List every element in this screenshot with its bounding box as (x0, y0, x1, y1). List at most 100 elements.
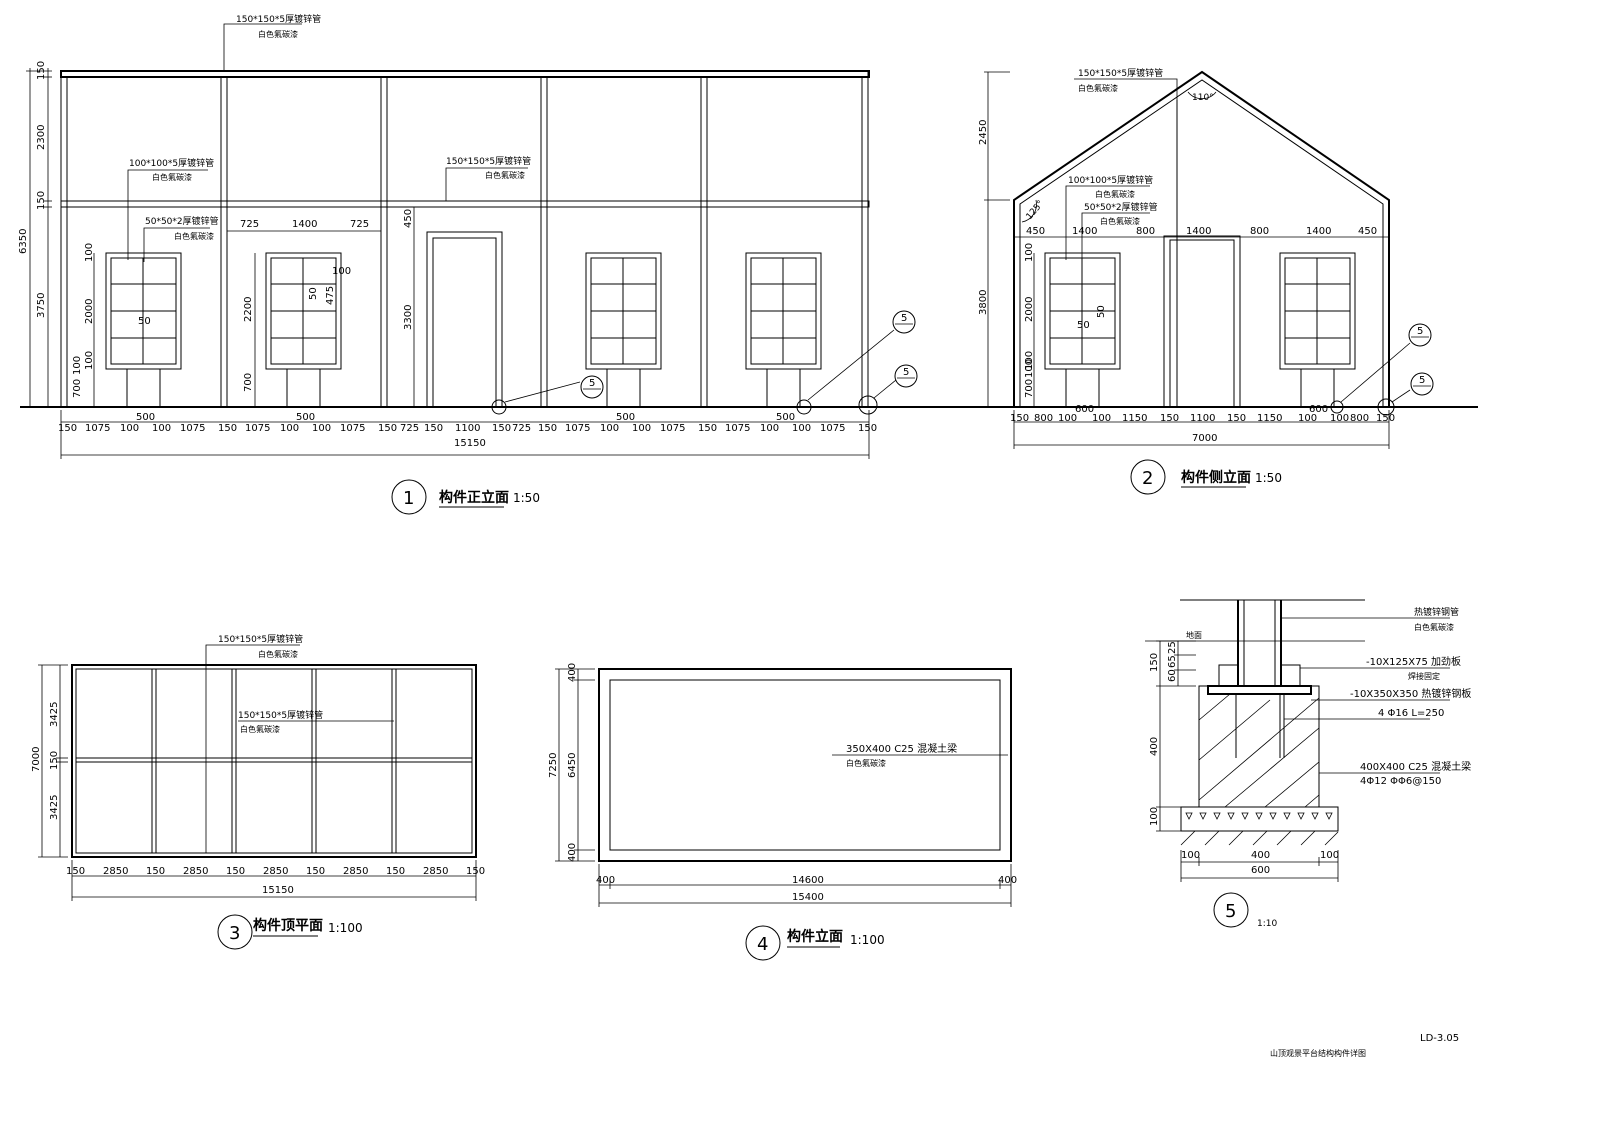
side-window-1 (1044, 252, 1121, 407)
bd18: 1075 (565, 423, 590, 434)
drawing-3-scale: 1:100 (328, 921, 363, 935)
beam-bottom-3: 400 (998, 875, 1017, 886)
detail-note-4: 焊接固定 (1408, 671, 1440, 681)
sb9: 1150 (1257, 413, 1282, 424)
detail-bottom-2: 400 (1251, 850, 1270, 861)
drawing-2-scale: 1:50 (1255, 471, 1282, 485)
bd1: 150 (58, 423, 77, 434)
detail-note-7: 400X400 C25 混凝土梁 (1360, 760, 1471, 773)
bd27: 150 (858, 423, 877, 434)
drawing-4-scale: 1:100 (850, 933, 885, 947)
bd8: 100 (280, 423, 299, 434)
side-bottom-small-2: 600 (1309, 404, 1328, 415)
detail-ground: 地面 (1186, 630, 1202, 640)
beam-dim-left-2: 6450 (567, 753, 578, 778)
drawing-2-side-elevation: 110° 125° 150*150*5厚镀锌管 白色氟碳漆 100*100*5厚… (930, 67, 1478, 495)
pb7: 150 (306, 866, 325, 877)
drawing-1-number: 1 (403, 488, 414, 509)
dim-left-1: 150 (36, 61, 47, 80)
svg-text:5: 5 (1419, 375, 1425, 386)
detail-note-3: -10X125X75 加劲板 (1366, 655, 1461, 668)
note-win-finish: 白色氟碳漆 (152, 172, 192, 182)
side-dim-total: 7000 (1192, 433, 1217, 444)
side-note-top-pipe: 150*150*5厚镀锌管 (1078, 67, 1163, 79)
drawing-2-title: 构件侧立面 (1181, 469, 1251, 486)
bd14: 1100 (455, 423, 480, 434)
beam-dim-left-1: 400 (567, 663, 578, 682)
bottom-small-3: 500 (616, 412, 635, 423)
drawing-4-beam-elevation: 350X400 C25 混凝土梁 白色氟碳漆 400 6450 400 7250… (548, 663, 1017, 961)
sb1: 150 (1010, 413, 1029, 424)
bd21: 1075 (660, 423, 685, 434)
beam-bottom-1: 400 (596, 875, 615, 886)
bd26: 1075 (820, 423, 845, 434)
plan-note-mid-finish: 白色氟碳漆 (240, 724, 280, 734)
pb2: 2850 (103, 866, 128, 877)
sb7: 1100 (1190, 413, 1215, 424)
svg-text:5: 5 (1417, 326, 1423, 337)
note-top-finish: 白色氟碳漆 (258, 29, 298, 39)
dim-left-total: 6350 (18, 229, 29, 254)
bottom-small-2: 500 (296, 412, 315, 423)
dim-mid-height: 2200 (243, 297, 254, 322)
bd9: 100 (312, 423, 331, 434)
beam-finish: 白色氟碳漆 (846, 758, 886, 768)
detail-dim-150: 150 (1149, 653, 1160, 672)
pb6: 2850 (263, 866, 288, 877)
dim-win-top: 100 (84, 243, 95, 262)
detail-dim-400: 400 (1149, 737, 1160, 756)
bd5: 1075 (180, 423, 205, 434)
bd15: 150 (492, 423, 511, 434)
dim-door-height: 3300 (403, 305, 414, 330)
detail-dim-60: 60 (1167, 669, 1178, 682)
bd6: 150 (218, 423, 237, 434)
side-bottom-small-1: 600 (1075, 404, 1094, 415)
window-2 (265, 252, 342, 407)
callout-5-a: 5 (491, 375, 604, 415)
side-callout-5-a: 5 (1330, 323, 1432, 414)
side-dim-win-bot: 100 (1024, 351, 1035, 370)
window-3 (585, 252, 662, 407)
pb11: 150 (466, 866, 485, 877)
win2-inner-a: 50 (308, 287, 319, 300)
dim-win2-100: 100 (332, 266, 351, 277)
side-dim-leg: 700 (1024, 379, 1035, 398)
note-sub-pipe: 50*50*2厚镀锌管 (145, 215, 219, 227)
bd17: 150 (538, 423, 557, 434)
detail-note-2: 白色氟碳漆 (1414, 622, 1454, 632)
sheet-code: LD-3.05 (1420, 1033, 1459, 1044)
beam-bottom-2: 14600 (792, 875, 824, 886)
callout-5-b: 5 (796, 310, 916, 415)
drawing-5-scale: 1:10 (1257, 919, 1277, 929)
note-win-pipe: 100*100*5厚镀锌管 (129, 157, 214, 169)
window-4 (745, 252, 822, 407)
side-note-sub-finish: 白色氟碳漆 (1100, 216, 1140, 226)
window-1 (105, 252, 182, 407)
bd20: 100 (632, 423, 651, 434)
svg-text:5: 5 (901, 313, 907, 324)
plan-dim-left-total: 7000 (31, 747, 42, 772)
detail-note-6: 4 Φ16 L=250 (1378, 708, 1444, 719)
dim-win-leg: 700 (72, 379, 83, 398)
note-top-pipe: 150*150*5厚镀锌管 (236, 13, 321, 25)
dim-total-1: 15150 (454, 438, 486, 449)
side-dim-win-h: 2000 (1024, 297, 1035, 322)
bd16: 725 (512, 423, 531, 434)
sb11: 100 (1330, 413, 1349, 424)
side-win-inner-a: 50 (1077, 320, 1090, 331)
pb8: 2850 (343, 866, 368, 877)
sb4: 100 (1092, 413, 1111, 424)
bd10: 1075 (340, 423, 365, 434)
bottom-small-4: 500 (776, 412, 795, 423)
dim-mid-c: 725 (350, 219, 369, 230)
side-note-win-pipe: 100*100*5厚镀锌管 (1068, 174, 1153, 186)
detail-dim-25: 25 (1167, 641, 1178, 654)
side-window-2 (1279, 252, 1356, 407)
plan-dim-left-2: 150 (49, 751, 60, 770)
detail-note-8: 4Φ12 ΦΦ6@150 (1360, 776, 1441, 787)
beam-dim-left-total: 7250 (548, 753, 559, 778)
sheet-caption: 山顶观景平台结构构件详图 (1270, 1048, 1366, 1058)
drawing-4-title: 构件立面 (787, 928, 843, 945)
side-note-sub-pipe: 50*50*2厚镀锌管 (1084, 201, 1158, 213)
